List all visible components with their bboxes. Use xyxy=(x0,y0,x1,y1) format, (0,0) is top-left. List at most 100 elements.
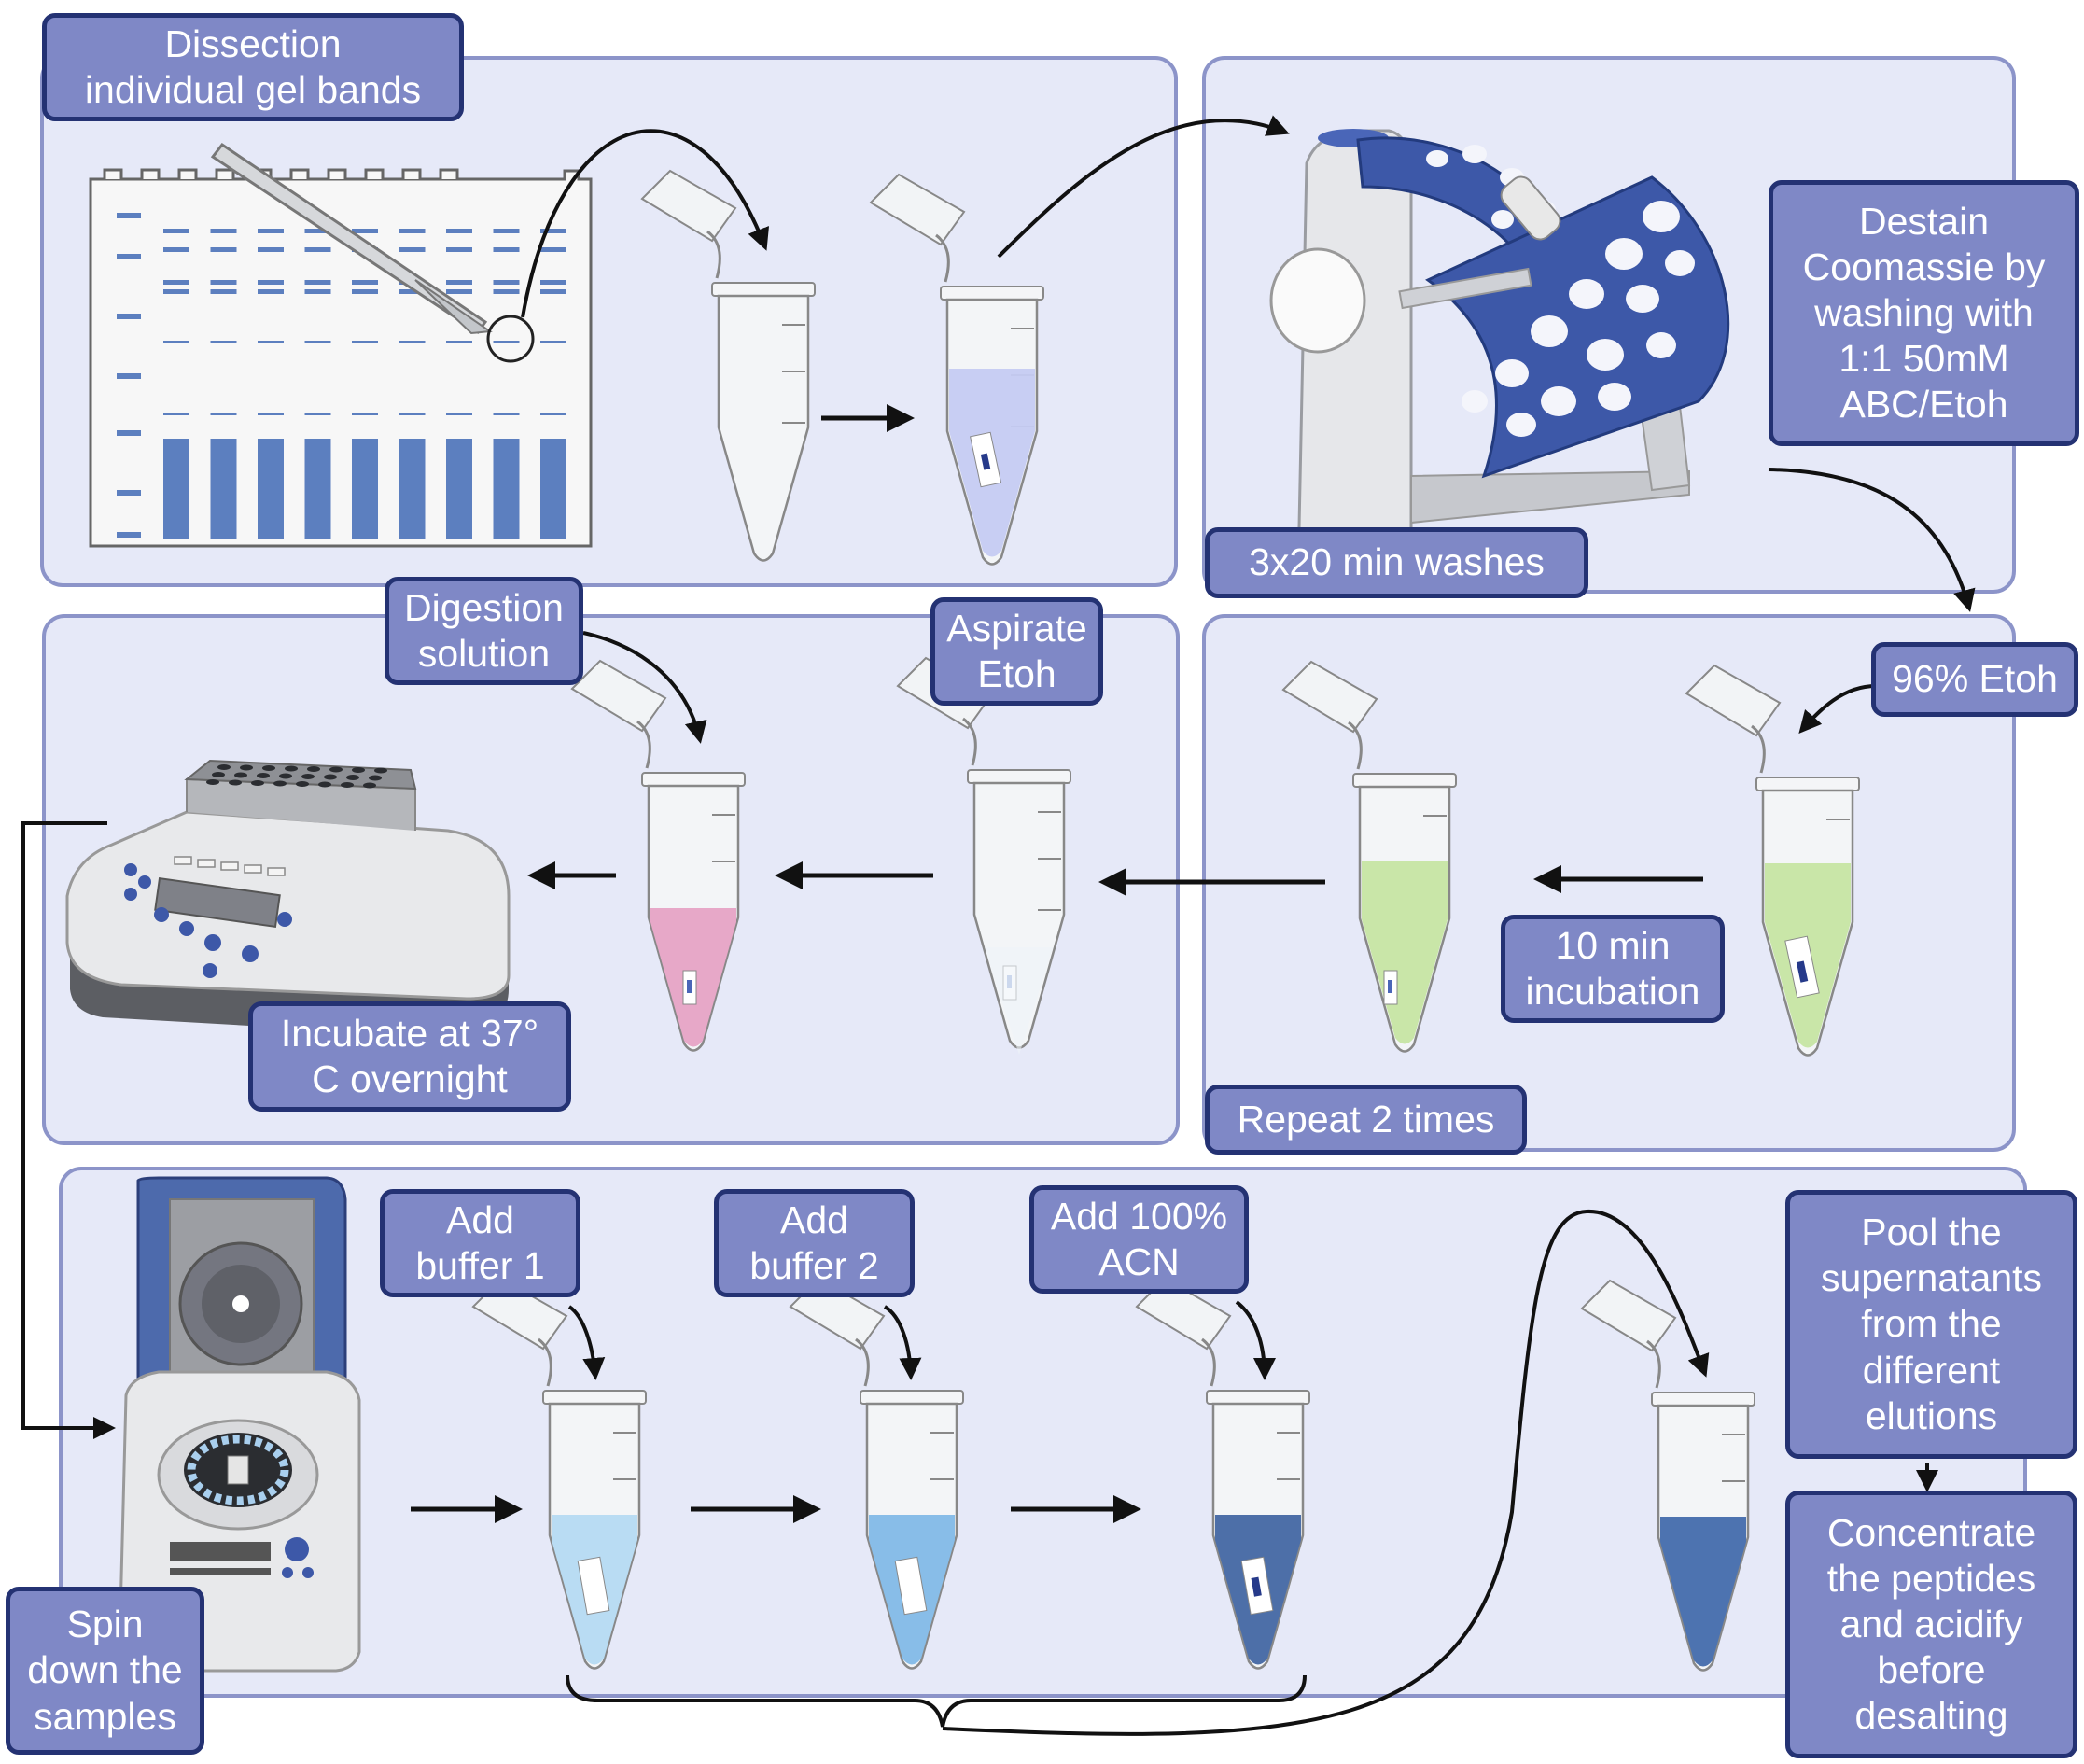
block-well xyxy=(217,764,231,770)
block-well xyxy=(251,780,264,786)
pooled-tube xyxy=(1580,1279,1756,1672)
gel-lane-smear xyxy=(210,439,237,539)
block-well xyxy=(240,764,253,771)
gel-band xyxy=(258,413,284,415)
block-well xyxy=(363,782,376,789)
block-well xyxy=(296,781,309,787)
gel-band xyxy=(493,247,520,252)
gel-band xyxy=(493,289,520,294)
gel-band xyxy=(163,413,189,415)
gel-band xyxy=(258,280,284,285)
acn-tube xyxy=(1135,1277,1311,1670)
gel-band xyxy=(493,229,520,233)
gel-band xyxy=(399,413,426,415)
block-well xyxy=(307,766,320,772)
block-well xyxy=(324,774,337,780)
gel-band xyxy=(352,289,378,294)
block-well xyxy=(279,773,292,779)
gel-lane-smear xyxy=(352,439,378,539)
gel-lane-smear xyxy=(493,439,520,539)
etoh-tube-right xyxy=(1685,664,1861,1057)
gel-band xyxy=(210,280,237,285)
arrow-thermomixer-to-centrifuge xyxy=(21,821,116,1439)
sds-gel-icon xyxy=(89,168,593,548)
gel-band xyxy=(210,413,237,415)
gel-band xyxy=(493,341,520,343)
gel-band xyxy=(304,229,331,233)
empty-tube-aspirated xyxy=(896,656,1072,1055)
brace xyxy=(566,1674,1307,1728)
label-96-etoh: 96% Etoh xyxy=(1871,642,2078,717)
gel-band xyxy=(352,341,378,343)
gel-band xyxy=(210,289,237,294)
gel-band xyxy=(446,413,472,415)
tube-rotator-icon xyxy=(1269,129,1730,553)
gel-band xyxy=(304,280,331,285)
gel-band xyxy=(258,229,284,233)
block-well xyxy=(346,775,359,780)
gel-lanes xyxy=(163,229,566,539)
gel-lane-smear xyxy=(304,439,331,539)
gel-lane-smear xyxy=(540,439,566,539)
destain-tube xyxy=(869,173,1045,566)
gel-band xyxy=(399,229,426,233)
gel-band xyxy=(163,229,189,233)
gel-band xyxy=(163,280,189,285)
gel-band xyxy=(493,280,520,285)
label-destain: Destain Coomassie by washing with 1:1 50… xyxy=(1769,180,2079,446)
arrow-destain-to-96etoh xyxy=(1768,468,1976,612)
gel-lane-smear xyxy=(163,439,189,539)
centrifuge-icon xyxy=(118,1176,361,1673)
label-spin: Spin down the samples xyxy=(6,1587,204,1755)
buffer2-tube xyxy=(789,1277,965,1670)
gel-band xyxy=(493,413,520,415)
label-add-buffer-2: Add buffer 2 xyxy=(714,1189,915,1297)
gel-band xyxy=(258,247,284,252)
arrow-scalpel-to-tube xyxy=(521,129,770,318)
block-well xyxy=(273,780,287,787)
thermomixer-icon xyxy=(65,759,511,1036)
gel-lane-smear xyxy=(446,439,472,539)
gel-lane-smear xyxy=(399,439,426,539)
block-well xyxy=(329,766,343,773)
gel-band xyxy=(446,247,472,252)
gel-band xyxy=(163,247,189,252)
gel-band xyxy=(352,413,378,415)
gel-band xyxy=(446,280,472,285)
gel-band xyxy=(210,341,237,343)
block-well xyxy=(212,772,225,777)
label-dissection: Dissection individual gel bands xyxy=(42,13,464,121)
block-well xyxy=(341,782,354,788)
gel-band xyxy=(540,247,566,252)
gel-band xyxy=(540,341,566,343)
block-well xyxy=(206,779,219,785)
gel-band xyxy=(210,229,237,233)
label-digestion: Digestion solution xyxy=(385,577,583,685)
gel-band xyxy=(163,341,189,343)
gel-band xyxy=(446,341,472,343)
gel-band xyxy=(399,247,426,252)
gel-band xyxy=(258,289,284,294)
gel-band xyxy=(446,289,472,294)
gel-band xyxy=(258,341,284,343)
block-well xyxy=(374,767,387,774)
label-washes: 3x20 min washes xyxy=(1205,527,1588,598)
block-well xyxy=(257,773,270,778)
gel-band xyxy=(304,413,331,415)
gel-band xyxy=(540,289,566,294)
arrow-tube-to-rotator xyxy=(997,115,1290,259)
gel-lane-smear xyxy=(258,439,284,539)
gel-band xyxy=(210,247,237,252)
gel-band xyxy=(446,229,472,233)
gel-band xyxy=(304,289,331,294)
gel-band xyxy=(540,413,566,415)
block-well xyxy=(352,767,365,773)
block-well xyxy=(285,765,298,772)
block-well xyxy=(262,765,275,771)
scalpel-icon xyxy=(210,142,535,363)
block-well xyxy=(234,772,247,778)
arrow-brace-to-pool xyxy=(942,1209,1710,1736)
label-incubate-37: Incubate at 37° C overnight xyxy=(248,1001,571,1112)
label-add-acn: Add 100% ACN xyxy=(1029,1185,1249,1294)
label-aspirate: Aspirate Etoh xyxy=(930,597,1103,706)
